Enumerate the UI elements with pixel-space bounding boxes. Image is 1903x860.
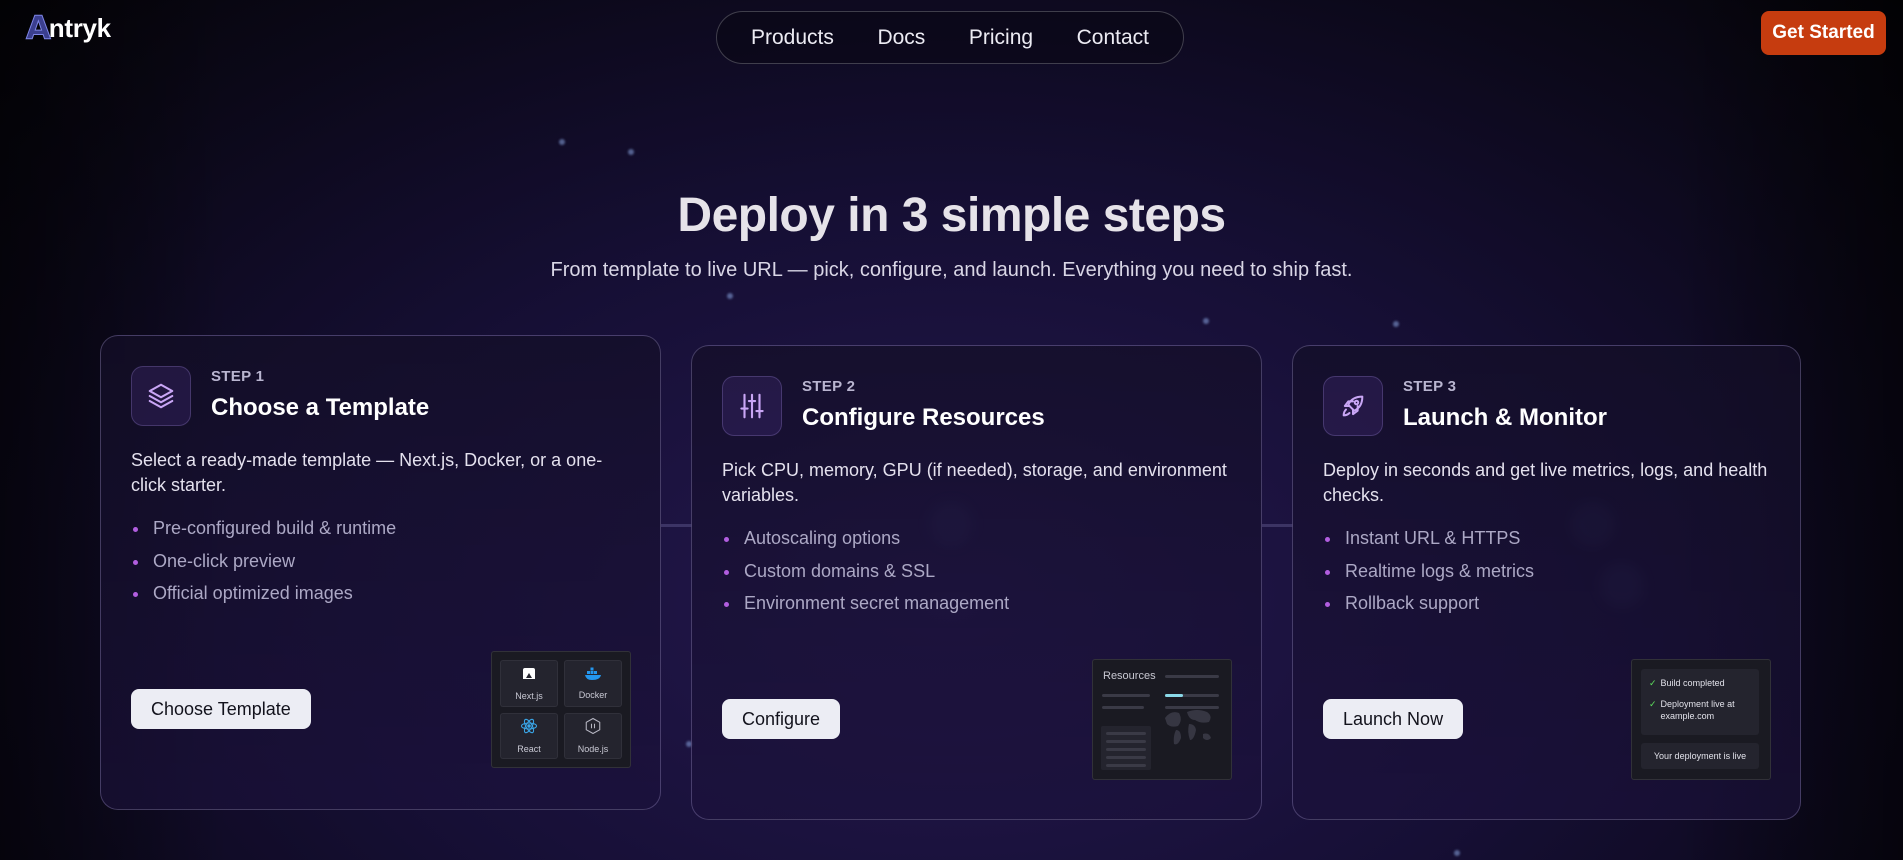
log-line: ✓Deployment live at example.com xyxy=(1649,698,1753,722)
resource-bar xyxy=(1165,706,1219,709)
step-title: Configure Resources xyxy=(802,404,1045,431)
world-map-icon xyxy=(1165,710,1211,745)
configure-button[interactable]: Configure xyxy=(722,699,841,739)
template-preview: Next.js Docker React Node.js xyxy=(491,651,631,768)
feature-item: Autoscaling options xyxy=(722,528,1009,561)
feature-item: Rollback support xyxy=(1323,593,1534,626)
resource-bar-active xyxy=(1165,694,1183,697)
step-card-3: STEP 3 Launch & Monitor Deploy in second… xyxy=(1292,345,1801,820)
feature-item: Instant URL & HTTPS xyxy=(1323,528,1534,561)
step-feature-list: Autoscaling options Custom domains & SSL… xyxy=(722,528,1009,626)
step-title: Choose a Template xyxy=(211,394,430,421)
star-dot xyxy=(727,293,733,299)
step-description: Select a ready-made template — Next.js, … xyxy=(131,450,603,495)
feature-item: Realtime logs & metrics xyxy=(1323,561,1534,594)
page-subtitle: From template to live URL — pick, config… xyxy=(550,259,1353,281)
logo[interactable]: A ntryk xyxy=(26,9,112,47)
template-label: Next.js xyxy=(515,690,543,701)
nav-products[interactable]: Products xyxy=(751,25,834,49)
template-label: React xyxy=(517,744,541,755)
step-connector xyxy=(1262,524,1293,527)
check-icon: ✓ xyxy=(1649,699,1657,709)
resources-preview: Resources xyxy=(1092,659,1232,780)
feature-item: Official optimized images xyxy=(131,583,396,616)
feature-item: Pre-configured build & runtime xyxy=(131,518,396,551)
resource-bar xyxy=(1165,675,1219,678)
step-label: STEP 3 xyxy=(1403,378,1457,395)
page-title: Deploy in 3 simple steps xyxy=(677,189,1226,242)
get-started-button[interactable]: Get Started xyxy=(1761,11,1886,55)
rocket-icon xyxy=(1323,376,1383,436)
log-line: ✓Build completed xyxy=(1649,677,1753,689)
react-icon xyxy=(520,717,538,740)
resource-bar xyxy=(1106,740,1146,743)
resource-list xyxy=(1101,726,1151,770)
star-dot xyxy=(1454,850,1460,856)
step-label: STEP 1 xyxy=(211,368,265,385)
resource-bar xyxy=(1165,694,1219,697)
check-icon: ✓ xyxy=(1649,678,1657,688)
star-dot xyxy=(559,139,565,145)
deployment-status: Your deployment is live xyxy=(1641,743,1759,769)
deployment-log: ✓Build completed ✓Deployment live at exa… xyxy=(1641,669,1759,735)
docker-icon xyxy=(584,667,602,686)
nav-docs[interactable]: Docs xyxy=(877,25,926,49)
step-card-1: STEP 1 Choose a Template Select a ready-… xyxy=(100,335,661,810)
nodejs-icon xyxy=(584,717,602,740)
step-card-2: STEP 2 Configure Resources Pick CPU, mem… xyxy=(691,345,1262,820)
template-option-nextjs: Next.js xyxy=(500,660,558,707)
star-dot xyxy=(686,741,692,747)
resource-bar xyxy=(1102,694,1150,697)
step-connector xyxy=(661,524,692,527)
step-description: Pick CPU, memory, GPU (if needed), stora… xyxy=(722,460,1227,505)
logo-text: ntryk xyxy=(48,12,111,43)
star-dot xyxy=(1203,318,1209,324)
step-feature-list: Pre-configured build & runtime One-click… xyxy=(131,518,396,616)
nextjs-icon xyxy=(521,666,537,687)
star-dot xyxy=(1393,321,1399,327)
resource-bar xyxy=(1106,748,1146,751)
template-option-react: React xyxy=(500,712,558,759)
resource-bar xyxy=(1106,756,1146,759)
template-option-docker: Docker xyxy=(564,660,622,707)
feature-item: One-click preview xyxy=(131,551,396,584)
feature-item: Environment secret management xyxy=(722,593,1009,626)
template-label: Node.js xyxy=(577,744,609,755)
resource-bar xyxy=(1102,706,1144,709)
launch-now-button[interactable]: Launch Now xyxy=(1323,699,1464,739)
deployment-preview: ✓Build completed ✓Deployment live at exa… xyxy=(1631,659,1771,780)
step-description: Deploy in seconds and get live metrics, … xyxy=(1323,460,1768,505)
choose-template-button[interactable]: Choose Template xyxy=(131,689,311,729)
logo-mark: A xyxy=(26,9,52,47)
log-text: Build completed xyxy=(1660,678,1725,688)
nav-contact[interactable]: Contact xyxy=(1076,25,1149,49)
feature-item: Custom domains & SSL xyxy=(722,561,1009,594)
sliders-icon xyxy=(722,376,782,436)
step-feature-list: Instant URL & HTTPS Realtime logs & metr… xyxy=(1323,528,1534,626)
star-dot xyxy=(628,149,634,155)
resource-bar xyxy=(1106,732,1146,735)
template-label: Docker xyxy=(578,689,608,700)
step-label: STEP 2 xyxy=(802,378,856,395)
template-option-nodejs: Node.js xyxy=(564,712,622,759)
layers-icon xyxy=(131,366,191,426)
top-nav: Products Docs Pricing Contact xyxy=(716,11,1184,64)
log-text: Deployment live at example.com xyxy=(1660,699,1735,721)
resource-bar xyxy=(1106,764,1146,767)
resources-title: Resources xyxy=(1103,670,1156,682)
nav-pricing[interactable]: Pricing xyxy=(968,25,1034,49)
step-title: Launch & Monitor xyxy=(1403,404,1607,431)
